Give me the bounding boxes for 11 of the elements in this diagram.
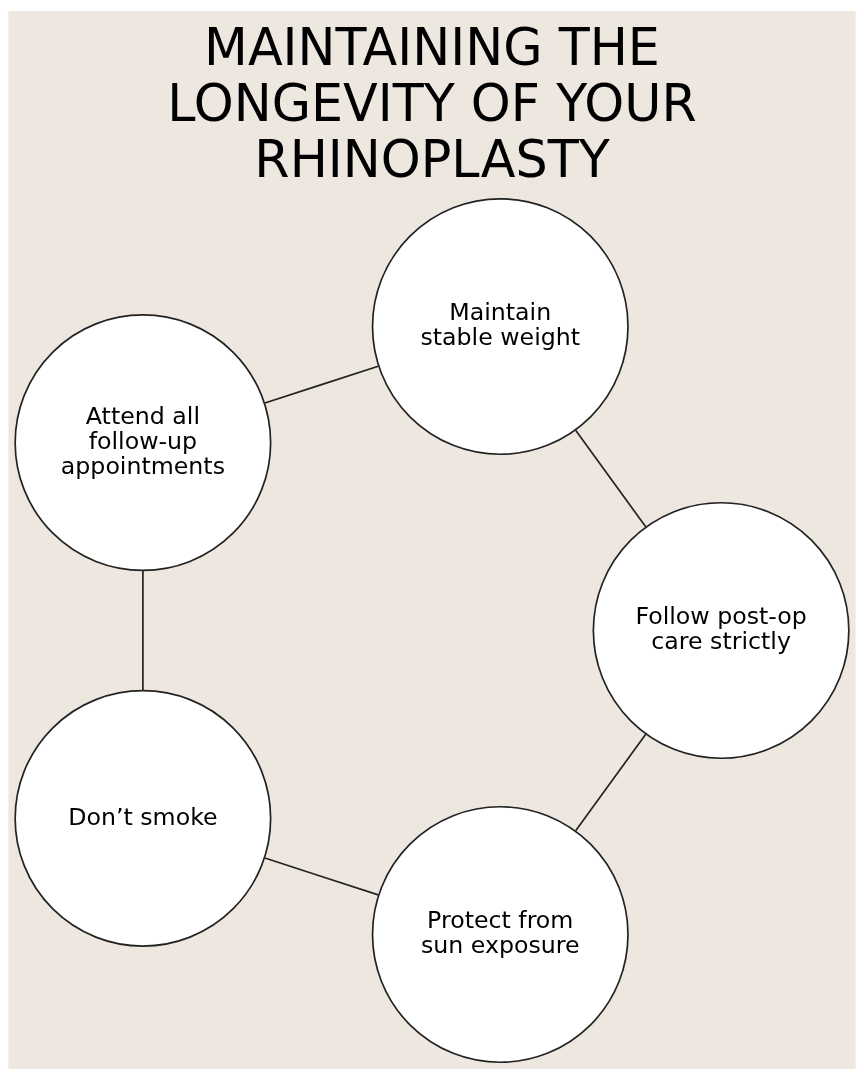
connector (142, 570, 144, 691)
node-circle: Maintain stable weight (371, 197, 629, 456)
node-circle: Don’t smoke (14, 689, 272, 947)
node-circle: Protect from sun exposure (371, 805, 629, 1064)
connector (264, 857, 380, 896)
connector (574, 429, 647, 528)
node-circle: Follow post-op care strictly (592, 501, 850, 760)
connector (574, 733, 647, 832)
connector (264, 365, 380, 404)
node-circle: Attend all follow-up appointments (14, 314, 272, 572)
diagram-title: MAINTAINING THE LONGEVITY OF YOUR RHINOPLASTY (167, 18, 697, 189)
